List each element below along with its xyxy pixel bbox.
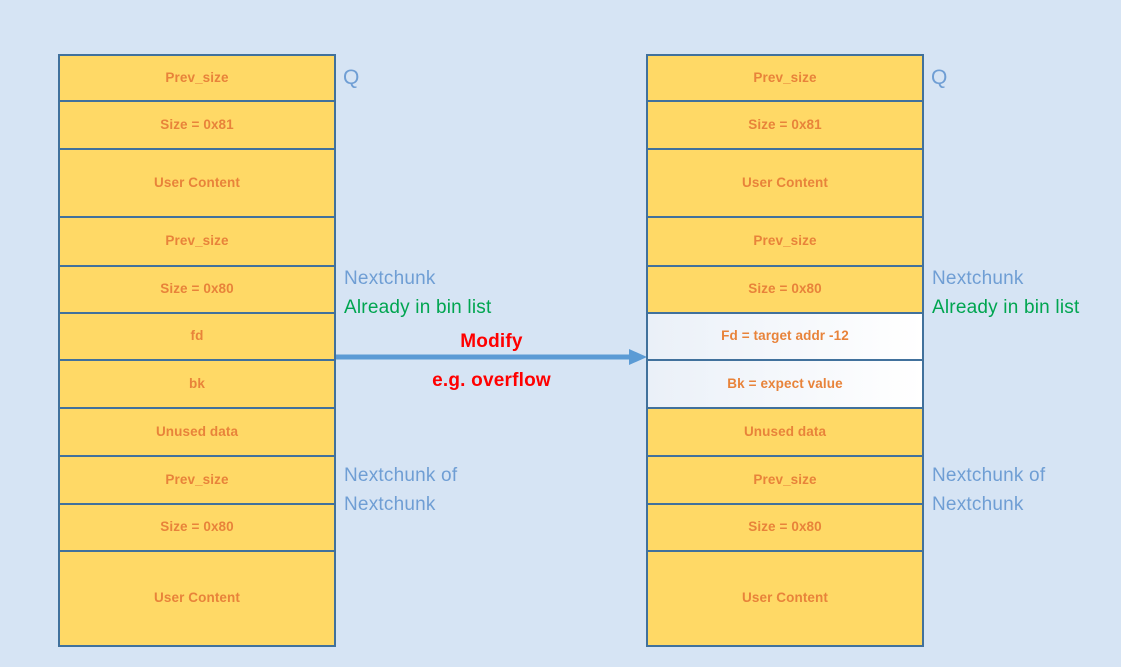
table-row-modified-bk: Bk = expect value xyxy=(648,361,922,409)
table-row: User Content xyxy=(648,552,922,645)
table-row: Size = 0x81 xyxy=(60,102,334,150)
right-bin-list-annotation: Already in bin list xyxy=(932,297,1080,318)
left-nextchunk-of-nextchunk-annotation: Nextchunk of Nextchunk xyxy=(344,465,458,516)
row-label: Unused data xyxy=(743,423,827,439)
left-bin-list-annotation: Already in bin list xyxy=(344,297,492,318)
row-label: User Content xyxy=(742,174,828,190)
right-chunk-q-label: Q xyxy=(931,66,948,89)
table-row: bk xyxy=(60,361,334,409)
row-label: Bk = expect value xyxy=(727,375,843,391)
row-label: Size = 0x81 xyxy=(748,116,822,132)
table-row: Prev_size xyxy=(60,56,334,102)
table-row: Prev_size xyxy=(648,218,922,267)
table-row: fd xyxy=(60,314,334,361)
table-row: Prev_size xyxy=(60,218,334,267)
right-nextchunk-of-nextchunk-annotation: Nextchunk of Nextchunk xyxy=(932,465,1046,516)
row-label: Prev_size xyxy=(753,471,817,487)
table-row: User Content xyxy=(648,150,922,218)
modify-arrow-icon xyxy=(336,348,647,366)
table-row-modified-fd: Fd = target addr -12 xyxy=(648,314,922,361)
table-row: User Content xyxy=(60,552,334,645)
row-label: bk xyxy=(189,375,205,391)
table-row: Prev_size xyxy=(648,457,922,505)
table-row: Size = 0x80 xyxy=(648,267,922,314)
row-label: Prev_size xyxy=(753,233,817,249)
left-heap-chunk-diagram: Prev_size Size = 0x81 User Content Prev_… xyxy=(58,54,336,647)
row-label: Size = 0x81 xyxy=(160,116,234,132)
row-label: Prev_size xyxy=(165,69,229,85)
row-label: Prev_size xyxy=(165,233,229,249)
modify-arrow-label: Modify xyxy=(460,331,523,352)
row-label: User Content xyxy=(154,174,240,190)
row-label: Unused data xyxy=(155,423,239,439)
row-label: User Content xyxy=(154,590,240,606)
left-chunk-q-label: Q xyxy=(343,66,360,89)
row-label: Size = 0x80 xyxy=(748,519,822,535)
left-nextchunk-annotation: Nextchunk xyxy=(344,268,436,289)
row-label: Size = 0x80 xyxy=(160,519,234,535)
right-heap-chunk-diagram: Prev_size Size = 0x81 User Content Prev_… xyxy=(646,54,924,647)
row-label: Prev_size xyxy=(753,69,817,85)
table-row: Size = 0x80 xyxy=(648,505,922,552)
overflow-arrow-label: e.g. overflow xyxy=(432,370,551,391)
table-row: Size = 0x81 xyxy=(648,102,922,150)
table-row: Unused data xyxy=(60,409,334,457)
right-nextchunk-annotation: Nextchunk xyxy=(932,268,1024,289)
row-label: fd xyxy=(190,328,204,344)
row-label: Prev_size xyxy=(165,471,229,487)
row-label: Size = 0x80 xyxy=(748,281,822,297)
table-row: Unused data xyxy=(648,409,922,457)
table-row: Prev_size xyxy=(648,56,922,102)
table-row: User Content xyxy=(60,150,334,218)
row-label: Size = 0x80 xyxy=(160,281,234,297)
table-row: Prev_size xyxy=(60,457,334,505)
row-label: User Content xyxy=(742,590,828,606)
table-row: Size = 0x80 xyxy=(60,267,334,314)
row-label: Fd = target addr -12 xyxy=(721,328,849,344)
table-row: Size = 0x80 xyxy=(60,505,334,552)
